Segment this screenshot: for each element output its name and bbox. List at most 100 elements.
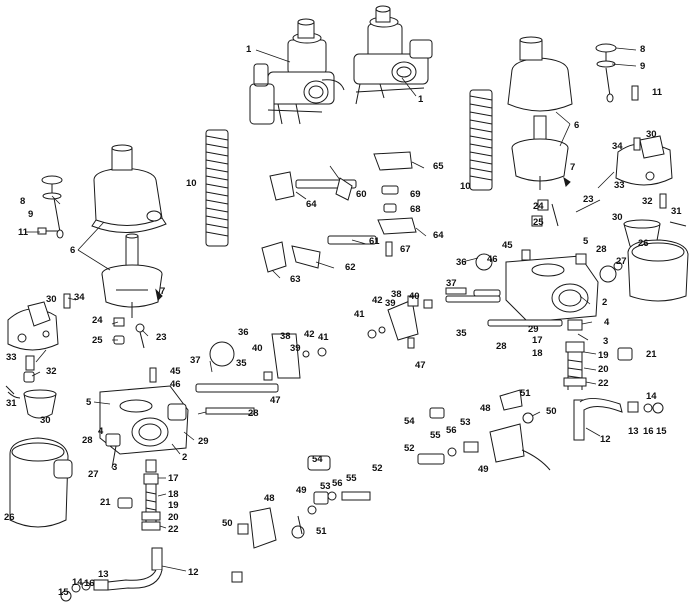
part-label-19-left: 19 xyxy=(168,500,179,511)
part-label-9-right: 9 xyxy=(640,61,645,72)
part-label-39-left: 37 xyxy=(190,355,201,366)
part-label-50-right: 50 xyxy=(546,406,557,417)
float-needle-left xyxy=(5,355,35,399)
part-label-9-left: 9 xyxy=(28,209,33,220)
part-label-6-right: 6 xyxy=(574,120,579,131)
feed-pipe-right xyxy=(573,398,664,441)
part-label-7-right: 7 xyxy=(570,162,575,173)
float-bowl-left xyxy=(9,437,73,528)
part-label-26-right: 26 xyxy=(638,238,649,249)
spring-10-left xyxy=(205,129,229,247)
jet-assembly-left xyxy=(117,459,161,531)
part-label-54-left: 54 xyxy=(312,454,323,465)
part-label-8-right: 8 xyxy=(640,44,645,55)
part-label-68: 68 xyxy=(410,204,421,215)
part-label-7-left: 7 xyxy=(160,286,165,297)
part-label-30-left: 28 xyxy=(248,408,259,419)
spindle-and-levers-left xyxy=(149,333,327,415)
part-label-37-left: 35 xyxy=(236,358,247,369)
small-parts-24-25-23-left xyxy=(113,317,145,349)
screw-7-left xyxy=(155,288,163,302)
part-label-35-right: 33 xyxy=(614,180,625,191)
part-label-13-left: 13 xyxy=(98,569,109,580)
part-label-13-right: 13 xyxy=(628,426,639,437)
part-label-65: 64 xyxy=(306,199,317,210)
part-label-52-right: 52 xyxy=(404,443,415,454)
part-label-27-left: 27 xyxy=(88,469,99,480)
part-label-56-right: 56 xyxy=(446,425,457,436)
part-label-8-left: 8 xyxy=(20,196,25,207)
part-label-34-right: 32 xyxy=(642,196,653,207)
part-label-56-left: 56 xyxy=(332,478,343,489)
part-label-10-right: 10 xyxy=(460,181,471,192)
part-label-32-right: 30 xyxy=(612,212,623,223)
part-label-11-right: 11 xyxy=(652,87,663,98)
part-label-53-left: 53 xyxy=(320,481,331,492)
jet-assembly-right xyxy=(563,319,633,390)
part-label-39-right: 37 xyxy=(446,278,457,289)
part-label-46-left: 46 xyxy=(170,379,181,390)
part-label-33-left: 31 xyxy=(6,398,17,409)
part-label-23-left: 23 xyxy=(156,332,167,343)
part-label-24-right: 24 xyxy=(533,201,544,212)
part-label-48-left: 48 xyxy=(264,493,275,504)
piston-right xyxy=(511,115,569,190)
small-parts-24-25-23-right xyxy=(531,176,571,227)
part-label-31-right: 30 xyxy=(646,129,657,140)
throttle-linkage-right xyxy=(417,389,551,471)
part-label-24-left: 24 xyxy=(92,315,103,326)
part-label-50-left: 50 xyxy=(222,518,233,529)
part-label-11-left: 11 xyxy=(18,227,29,238)
part-label-63: 63 xyxy=(290,274,301,285)
part-label-43-left: 41 xyxy=(318,332,329,343)
part-label-5-left: 5 xyxy=(86,397,92,408)
part-label-23-right: 23 xyxy=(583,194,594,205)
part-label-61: 61 xyxy=(369,236,380,247)
part-label-60: 60 xyxy=(356,189,367,200)
part-label-49-left: 49 xyxy=(296,485,307,496)
part-label-28-left: 28 xyxy=(82,435,93,446)
piston-damper-right xyxy=(595,43,639,103)
assembled-carburettor-left xyxy=(249,18,345,125)
screw-11-left xyxy=(37,227,58,235)
part-label-47-right: 47 xyxy=(415,360,426,371)
part-label-1a: 1 xyxy=(246,44,252,55)
part-label-12-left: 12 xyxy=(188,567,199,578)
part-label-46-right: 46 xyxy=(487,254,498,265)
part-label-18-left: 18 xyxy=(168,489,179,500)
part-label-14-left: 14 xyxy=(72,577,83,588)
part-label-34-left: 32 xyxy=(46,366,57,377)
part-label-40-left: 38 xyxy=(280,331,291,342)
suction-chamber-right xyxy=(507,36,573,112)
part-label-16-left: 16 xyxy=(84,578,95,589)
part-label-3-right: 3 xyxy=(603,336,608,347)
part-label-29-left: 29 xyxy=(198,436,209,447)
float-left xyxy=(23,389,57,419)
feed-pipe-left xyxy=(60,547,163,602)
part-label-32-left: 30 xyxy=(40,415,51,426)
part-label-62: 62 xyxy=(345,262,356,273)
part-label-17-right: 17 xyxy=(532,335,543,346)
part-label-42-right: 40 xyxy=(409,291,420,302)
part-label-20-left: 20 xyxy=(168,512,179,523)
part-label-45-left: 45 xyxy=(170,366,181,377)
part-label-53-right: 53 xyxy=(460,417,471,428)
part-label-67: 67 xyxy=(400,244,411,255)
part-label-18-right: 18 xyxy=(532,348,543,359)
part-label-37-right: 35 xyxy=(456,328,467,339)
part-label-30-right: 28 xyxy=(496,341,507,352)
part-label-40-right: 38 xyxy=(391,289,402,300)
part-label-51-left: 51 xyxy=(316,526,327,537)
part-number-labels: 1 1 8 9 11 6 30 34 65 7 10 10 33 60 69 8… xyxy=(4,44,682,598)
part-label-41-right: 39 xyxy=(385,298,396,309)
part-label-12-right: 12 xyxy=(600,434,611,445)
part-label-45-right: 45 xyxy=(502,240,513,251)
part-label-21-right: 21 xyxy=(646,349,657,360)
part-label-36-left: 34 xyxy=(74,292,85,303)
part-label-41-left: 39 xyxy=(290,343,301,354)
float-chamber-lid-left xyxy=(7,293,71,351)
throttle-linkage-left xyxy=(231,455,371,583)
piston-damper-left xyxy=(41,175,64,239)
part-label-15-left: 15 xyxy=(58,587,69,598)
